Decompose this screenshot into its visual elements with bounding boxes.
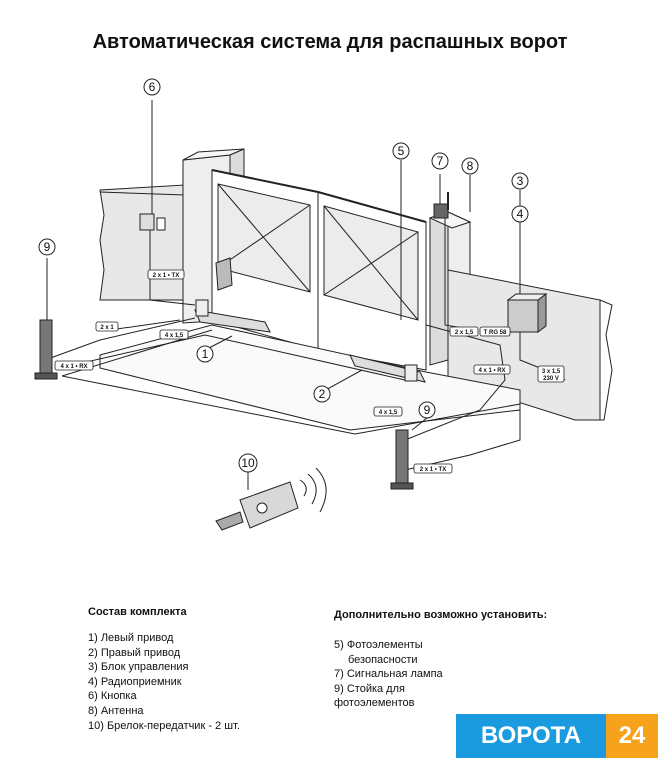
gate-right-leaf (317, 191, 427, 371)
list-item: 1) Левый привод (88, 632, 174, 644)
cable-tag-trg: T RG 58 (484, 330, 507, 336)
photocell-left (215, 257, 233, 291)
photocell-post-left (39, 319, 53, 376)
brand-logo-text: ВОРОТА (456, 714, 606, 758)
cable-tag-tx-lower: 2 x 1 • TX (420, 467, 446, 473)
list-item: 2) Правый привод (88, 646, 181, 659)
callout-label-9b: 9 (424, 403, 431, 417)
list-item: 7) Сигнальная лампа (334, 668, 443, 681)
kit-list: 1) Левый привод 2) Правый привод 3) Блок… (88, 631, 240, 733)
callout-label-5: 5 (398, 144, 405, 158)
left-motor (194, 309, 271, 333)
cable-tag-rx-left: 4 x 1 • RX (60, 364, 87, 370)
remote-fob (215, 467, 327, 531)
callout-label-7: 7 (437, 154, 444, 168)
list-item: 6) Кнопка (88, 690, 137, 703)
push-button-device (139, 213, 155, 231)
callout-1 (196, 345, 214, 363)
control-box (507, 299, 539, 333)
callout-8 (461, 157, 479, 175)
list-item: 4) Радиоприемник (88, 675, 182, 688)
gate-left-leaf (211, 169, 319, 351)
extra-list: 5) Фотоэлементы безопасности 7) Сигнальн… (334, 638, 443, 711)
callout-6 (143, 78, 161, 96)
gate-diagram: 1 2 3 4 5 6 7 8 9 9 10 2 x 1 • TX 2 x 1 … (34, 78, 613, 531)
callout-7 (431, 152, 449, 170)
cable-tag-2x15: 2 x 1,5 (455, 330, 474, 336)
cable-tag-2x1: 2 x 1 (100, 325, 114, 331)
brand-logo: ВОРОТА 24 (456, 714, 658, 758)
page-title: Автоматическая система для распашных вор… (92, 31, 568, 53)
list-item: 10) Брелок-передатчик - 2 шт. (88, 719, 240, 732)
cable-tag-power-b: 230 V (543, 376, 559, 382)
cable-tag-tx-upper: 2 x 1 • TX (153, 273, 179, 279)
cable-tag-4x15-front: 4 x 1,5 (379, 410, 398, 416)
list-item: 9) Стойка для (334, 682, 405, 695)
list-item: 5) Фотоэлементы (334, 639, 423, 651)
callout-label-3: 3 (517, 174, 524, 188)
photocell-post-right (395, 429, 409, 486)
callout-2 (313, 385, 331, 403)
callout-label-8: 8 (467, 159, 474, 173)
brand-logo-number: 24 (606, 714, 658, 758)
cable-tag-4x15-left: 4 x 1,5 (165, 333, 184, 339)
callout-10 (238, 453, 258, 473)
callout-label-1: 1 (202, 347, 209, 361)
callout-5 (392, 142, 410, 160)
list-item: безопасности (348, 653, 418, 666)
callout-label-10: 10 (241, 456, 255, 470)
callout-label-9a: 9 (44, 240, 51, 254)
callout-3 (511, 172, 529, 190)
list-item: 8) Антенна (88, 704, 144, 717)
right-wall (447, 269, 601, 421)
cable-tag-power-a: 3 x 1,5 (542, 369, 561, 375)
callout-label-4: 4 (517, 207, 524, 221)
cable-tag-rx-right: 4 x 1 • RX (478, 368, 505, 374)
extra-heading: Дополнительно возможно установить: (334, 609, 548, 621)
left-wall (99, 184, 186, 301)
list-item: 3) Блок управления (88, 661, 189, 674)
list-item: фотоэлементов (334, 697, 415, 710)
callout-4 (511, 205, 529, 223)
callout-label-6: 6 (149, 80, 156, 94)
callout-9b (418, 401, 436, 419)
warning-lamp (433, 203, 449, 219)
callout-9a (38, 238, 56, 256)
callout-label-2: 2 (319, 387, 326, 401)
kit-heading: Состав комплекта (88, 606, 187, 618)
